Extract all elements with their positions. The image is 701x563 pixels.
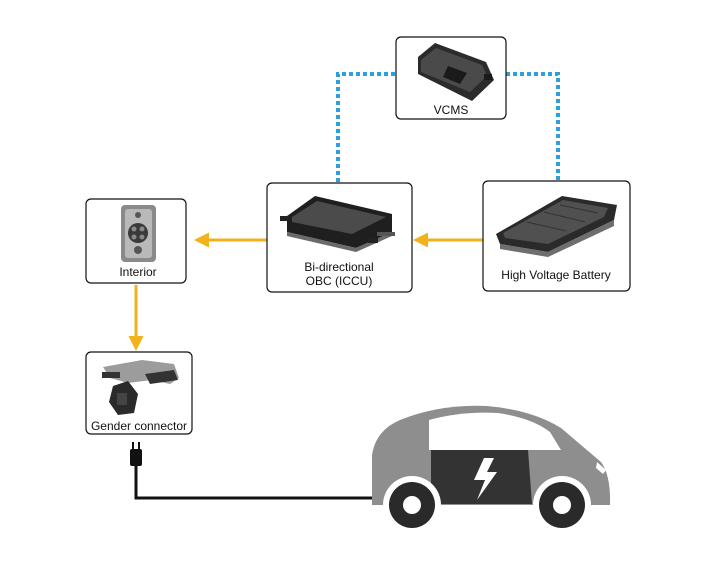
vcms-node: VCMS (395, 36, 507, 120)
interior-node: Interior (85, 198, 187, 284)
obc-label-line2: OBC (ICCU) (306, 274, 373, 288)
vcms-module-icon (418, 43, 494, 101)
obc-node: Bi-directional OBC (ICCU) (266, 182, 413, 293)
interior-label: Interior (119, 265, 156, 279)
gender-node: Gender connector (85, 351, 193, 435)
gender-label: Gender connector (91, 419, 187, 433)
battery-label: High Voltage Battery (501, 268, 610, 282)
vcms-label: VCMS (434, 103, 469, 117)
obc-module-icon (280, 196, 395, 252)
plug-icon (130, 442, 142, 466)
battery-pack-icon (496, 196, 617, 257)
electric-car-icon (372, 405, 611, 534)
charge-cable (134, 466, 380, 500)
data-link-obc-vcms (336, 72, 396, 182)
interior-socket-icon (121, 205, 156, 262)
data-link-vcms-battery (506, 72, 560, 181)
gender-connector-icon (102, 360, 179, 415)
battery-node: High Voltage Battery (482, 180, 631, 292)
lightning-bolt (474, 458, 497, 500)
obc-label-line1: Bi-directional (304, 260, 373, 274)
